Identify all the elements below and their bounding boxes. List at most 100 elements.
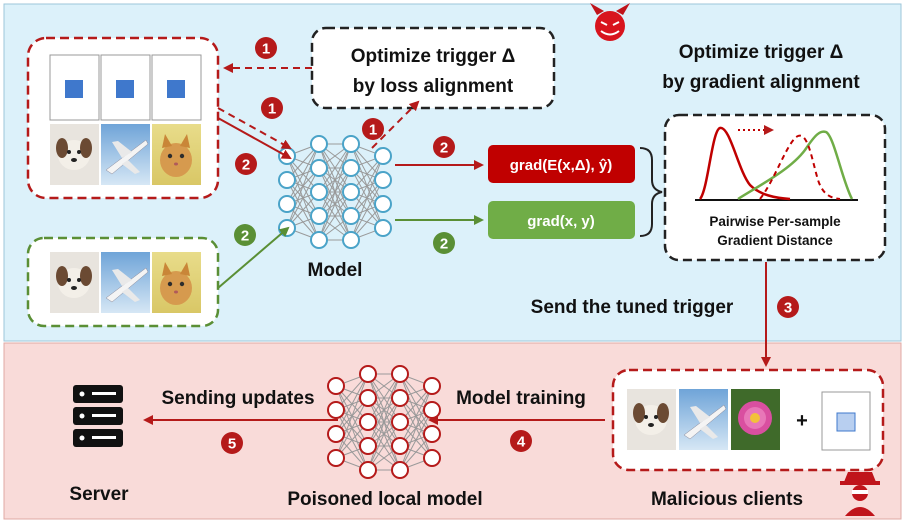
loss-alignment-line2: by loss alignment (353, 76, 514, 97)
network-node (327, 425, 345, 443)
grad-clean-box (488, 201, 635, 239)
send-trigger-label: Send the tuned trigger (531, 297, 734, 318)
network-node (359, 389, 377, 407)
svg-text:1: 1 (262, 41, 270, 58)
network-node (374, 219, 392, 237)
network-node (391, 461, 409, 479)
pairwise-line1: Pairwise Per-sample (709, 214, 841, 229)
network-node (310, 231, 328, 249)
network-node (374, 171, 392, 189)
network-edge (350, 155, 384, 241)
loss-alignment-box (310, 26, 556, 110)
network-node (327, 377, 345, 395)
network-node (391, 437, 409, 455)
network-edge (335, 397, 369, 459)
network-node (374, 147, 392, 165)
network-node (359, 365, 377, 383)
devil-icon (590, 3, 630, 41)
step-badge-2: 2 (433, 232, 455, 254)
step-badge-2: 2 (235, 153, 257, 175)
pairwise-line2: Gradient Distance (717, 233, 833, 248)
network-node (327, 449, 345, 467)
red-distribution-curve (698, 126, 791, 201)
model-training-label: Model training (456, 388, 586, 409)
image-dog (50, 252, 99, 313)
network-node (342, 183, 360, 201)
step-badge-5: 5 (221, 432, 243, 454)
network-edge (286, 143, 320, 229)
network-node (327, 401, 345, 419)
svg-text:2: 2 (440, 236, 448, 253)
svg-text:4: 4 (517, 434, 526, 451)
arrow-trigger-dashed (217, 107, 292, 149)
grad-trigger-label: grad(E(x,Δ), ŷ) (510, 157, 612, 174)
step-badge-4: 4 (510, 430, 532, 452)
network-node (359, 437, 377, 455)
poisoned-model-label: Poisoned local model (287, 489, 482, 510)
network-node (310, 207, 328, 225)
model-label: Model (308, 260, 363, 281)
step-badge-2: 2 (234, 224, 256, 246)
network-node (423, 425, 441, 443)
trigger-square-icon (836, 412, 856, 432)
network-edge (367, 373, 401, 447)
network-node (342, 159, 360, 177)
step-badge-3: 3 (777, 296, 799, 318)
network-edge (367, 373, 401, 423)
network-node (342, 135, 360, 153)
shifted-distribution-curve (759, 134, 841, 200)
image-dog (50, 124, 99, 185)
network-node (391, 389, 409, 407)
network-node (423, 401, 441, 419)
curly-brace (639, 147, 663, 237)
network-edge (318, 191, 352, 241)
network-node (310, 183, 328, 201)
network-node (278, 171, 296, 189)
network-node (310, 135, 328, 153)
image-airplane (679, 389, 728, 450)
svg-text:2: 2 (440, 140, 448, 157)
image-dog (627, 389, 676, 450)
network-node (359, 461, 377, 479)
network-edge (399, 385, 433, 471)
arrow-trigger-solid (217, 117, 292, 159)
plus-sign: + (796, 410, 808, 432)
network-edge (399, 409, 433, 471)
svg-text:1: 1 (369, 122, 377, 139)
image-airplane (101, 252, 150, 313)
step-badge-1: 1 (362, 118, 384, 140)
svg-text:5: 5 (228, 436, 236, 453)
network-edge (367, 373, 401, 471)
gradient-alignment-line1: Optimize trigger Δ (679, 42, 844, 63)
distribution-plot (695, 125, 858, 201)
malicious-clients-label: Malicious clients (651, 489, 803, 510)
step-badge-1: 1 (255, 37, 277, 59)
step-badge-2: 2 (433, 136, 455, 158)
poisoned-model-network (327, 365, 441, 479)
network-edge (399, 385, 433, 447)
trigger-square-icon (116, 80, 134, 98)
network-edge (286, 143, 320, 205)
network-node (423, 377, 441, 395)
network-node (342, 207, 360, 225)
loss-alignment-line1: Optimize trigger Δ (351, 46, 516, 67)
network-node (374, 195, 392, 213)
image-airplane (101, 124, 150, 185)
network-edge (367, 421, 401, 471)
grad-clean-label: grad(x, y) (527, 213, 595, 230)
network-edge (286, 167, 320, 229)
network-edge (318, 143, 352, 217)
network-node (391, 365, 409, 383)
arrow-model-to-loss (371, 100, 420, 149)
svg-text:2: 2 (241, 228, 249, 245)
network-node (310, 159, 328, 177)
trigger-square-icon (167, 80, 185, 98)
trigger-image (821, 391, 871, 451)
network-edge (335, 373, 369, 435)
image-cat (152, 124, 201, 185)
hacker-icon (840, 472, 880, 516)
network-edge (367, 397, 401, 471)
step-badge-1: 1 (261, 97, 283, 119)
